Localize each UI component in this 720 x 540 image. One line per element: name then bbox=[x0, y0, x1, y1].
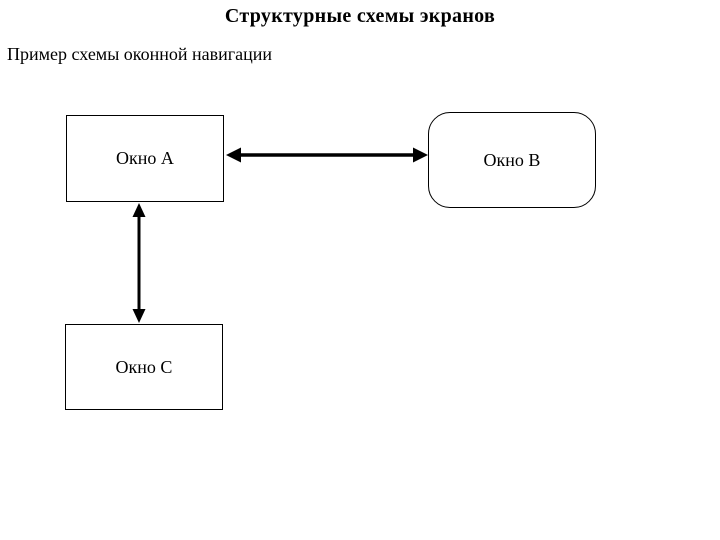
edge-a-b-double-arrow bbox=[226, 147, 428, 163]
node-window-a-label: Окно A bbox=[116, 148, 174, 168]
node-window-c: Окно C bbox=[65, 324, 223, 410]
node-window-c-label: Окно C bbox=[115, 356, 173, 377]
node-window-b: Окно B bbox=[428, 112, 596, 208]
page-title: Структурные схемы экранов bbox=[224, 5, 496, 27]
node-window-a: Окно A bbox=[66, 115, 224, 202]
edge-a-c-double-arrow bbox=[132, 203, 146, 323]
subtitle: Пример схемы оконной навигации bbox=[7, 44, 273, 64]
node-window-b-label: Окно B bbox=[483, 149, 541, 170]
